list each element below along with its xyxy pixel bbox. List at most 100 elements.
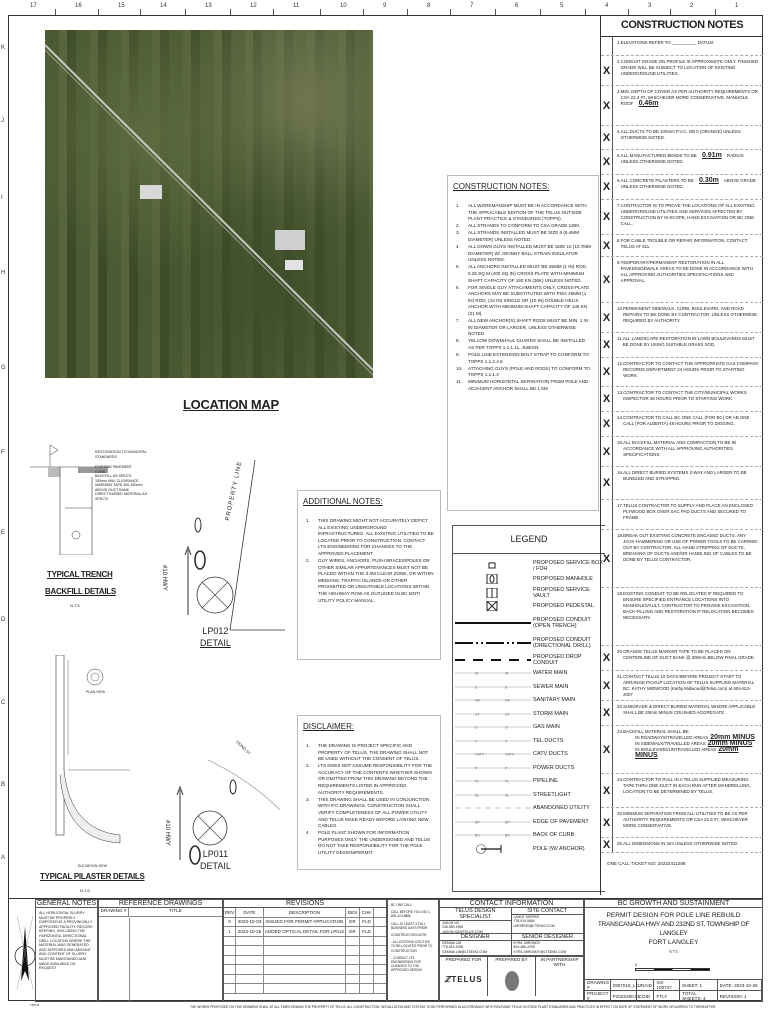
contact-line: LANCE MORRIS xyxy=(513,915,540,919)
note-number: 10. xyxy=(617,306,624,311)
disclaimer-list: 1.THE DRAWING IS PROJECT SPECIFIC AND PR… xyxy=(298,743,440,857)
construction-notes-title: CONSTRUCTION NOTES: xyxy=(453,182,550,191)
note-text: MINIMUM SEPARATION FROM ALL UTILITIES TO… xyxy=(623,811,748,828)
revision-cell xyxy=(360,974,374,983)
checkmark-x xyxy=(601,588,613,645)
project-header: BC GROWTH AND SUSTAINMENT xyxy=(585,900,762,908)
call-note-line: CALL BEFORE YOU DIG 1-800-474-6886 xyxy=(391,910,431,919)
revision-cell xyxy=(236,984,264,993)
meta-cell: 2907018_LI1 xyxy=(611,980,640,990)
note-content: EXISTING CONDUIT TO BE RELOCATED IF REQU… xyxy=(623,591,759,642)
note-text: ALL ANCHORS INSTALLED MUST BE 25MM (1 IN… xyxy=(468,264,588,283)
note-text: BREAK OUT EXISTING CONCRETE ENCASED DUCT… xyxy=(623,533,758,562)
note-body: 1.ELEVATIONS REFER TO __________ DATUM. xyxy=(613,37,718,55)
note-content: ORANGE TELUS MARKER TAPE TO BE PLACED ON… xyxy=(623,649,759,667)
revision-cell xyxy=(346,984,360,993)
note-number: 3. xyxy=(617,89,621,94)
note-number: 7. xyxy=(456,318,460,324)
additional-notes-box: ADDITIONAL NOTES: 1.THIS DRAWING MIGHT N… xyxy=(297,490,441,660)
revision-col-header: DES xyxy=(346,908,360,917)
project-title: PERMIT DESIGN FOR POLE LINE REBUILD TRAN… xyxy=(585,908,762,956)
row-letter: K xyxy=(1,45,6,51)
contact-role: SENIOR DESIGNER xyxy=(511,934,583,941)
note-text: ALL NEW ANCHOR(S) SHAFT RODS MUST BE MIN… xyxy=(468,318,589,337)
contact-line: 778-919-2098 xyxy=(442,945,464,950)
checkmark-x: X xyxy=(601,412,613,436)
legend-label: EDGE OF PAVEMENT xyxy=(533,818,589,825)
note-number: 8. xyxy=(617,238,621,243)
note-body: 10.PERMANENT SIDEWALK, CURB, BOULEVARD, … xyxy=(613,303,763,332)
legend-label: GAS MAIN xyxy=(533,724,560,731)
note-item: 1.THE DRAWING IS PROJECT SPECIFIC AND PR… xyxy=(306,743,434,763)
location-map-title: LOCATION MAP xyxy=(183,397,279,412)
svg-text:SA: SA xyxy=(475,699,480,703)
svg-text:W: W xyxy=(475,672,479,676)
revision-cell xyxy=(236,946,264,955)
note-item: 3.ALL STRANDS INSTALLED MUST BE SIZE 6 (… xyxy=(456,230,592,243)
note-number: 4. xyxy=(306,830,310,836)
note-text: ALL STRANDS TO CONFORM TO CSA GRADE 1300… xyxy=(468,223,581,229)
note-number: 1. xyxy=(456,203,460,208)
callout: CURB xyxy=(95,469,106,474)
checkmark-x: X xyxy=(601,387,613,411)
note-content: ELEVATIONS REFER TO __________ DATUM. xyxy=(621,40,715,52)
note-text: POLE PLANT SHOWN FOR INFORMATION PURPOSE… xyxy=(318,830,430,855)
contact-role: SITE CONTACT xyxy=(511,908,583,915)
column-number: 9 xyxy=(383,3,387,9)
column-number: 14 xyxy=(160,3,167,9)
revision-cell xyxy=(360,936,374,945)
contact-line: KYRIL.MIRONOV@LTSENG.COM xyxy=(513,949,567,954)
revision-cell xyxy=(224,965,236,974)
svg-text:P: P xyxy=(505,766,508,770)
legend-label: PIPELINE xyxy=(533,778,558,785)
note-body: 3.MIN. DEPTH OF COVER AS PER AUTHORITY R… xyxy=(613,86,763,125)
note-text: ALL DOWN GUYS INSTALLED MUST BE SIZE 10 … xyxy=(468,244,591,263)
note-item: 5.ALL ANCHORS INSTALLED MUST BE 25MM (1 … xyxy=(456,264,592,284)
note-text: YELLOW DOWNHAUL GUARDS SHALL BE INSTALLE… xyxy=(468,338,585,350)
note-content: ALL CONCRETE PILASTERS TO BE 0.30m ABOVE… xyxy=(621,177,759,196)
svg-text:S: S xyxy=(505,685,508,689)
row-letter: B xyxy=(1,782,6,788)
note-content: CONDUIT GRADE ON PROFILE IS APPROXIMATE … xyxy=(621,59,759,82)
checkmark-x: X xyxy=(601,646,613,670)
revision-cell xyxy=(360,984,374,993)
checkmark-x: X xyxy=(601,200,613,234)
note-text: LTS DOES NOT ASSUME RESPONSIBILITY FOR T… xyxy=(318,763,433,795)
note-item: 8.YELLOW DOWNHAUL GUARDS SHALL BE INSTAL… xyxy=(456,338,592,351)
legend-item: PROPOSED MANHOLE xyxy=(453,573,605,587)
note-text: THIS DRAWING MIGHT NOT ACCURATELY DEPICT… xyxy=(318,518,434,556)
note-item: 2.GUY WIRES, ANCHORS, PUSH BRACES/POLES … xyxy=(306,558,434,604)
svg-text:CATV: CATV xyxy=(475,753,485,757)
legend-label: POWER DUCTS xyxy=(533,764,575,771)
aerial-map-image xyxy=(45,30,373,378)
revision-col-header: DESCRIPTION xyxy=(264,908,346,917)
row-letter: C xyxy=(1,700,6,706)
revision-cell xyxy=(346,974,360,983)
note-text: MIN. DEPTH OF COVER AS PER AUTHORITY REQ… xyxy=(620,89,758,106)
construction-notes-box: CONSTRUCTION NOTES: 1.ALL WORKMANSHIP MU… xyxy=(447,175,599,511)
revision-cell xyxy=(236,974,264,983)
column-tick xyxy=(273,9,274,15)
revision-cell: ADDED OPTICAL DETAIL FOR LP012 xyxy=(264,927,346,936)
small-box-icon xyxy=(453,561,533,571)
revision-cell: 2023-10-26 xyxy=(236,927,264,936)
column-number: 1 xyxy=(735,3,739,9)
plan-view-label: PLAN VIEW xyxy=(86,690,106,694)
note-body: 11.ALL LANDSCAPE RESTORATION IN LAWN BOU… xyxy=(613,333,763,357)
preparer-logo-icon xyxy=(504,970,519,991)
logo-row: ℤTELUS xyxy=(440,965,583,996)
construction-notes-list: 1.ALL WORKMANSHIP MUST BE IN ACCORDANCE … xyxy=(448,203,598,393)
